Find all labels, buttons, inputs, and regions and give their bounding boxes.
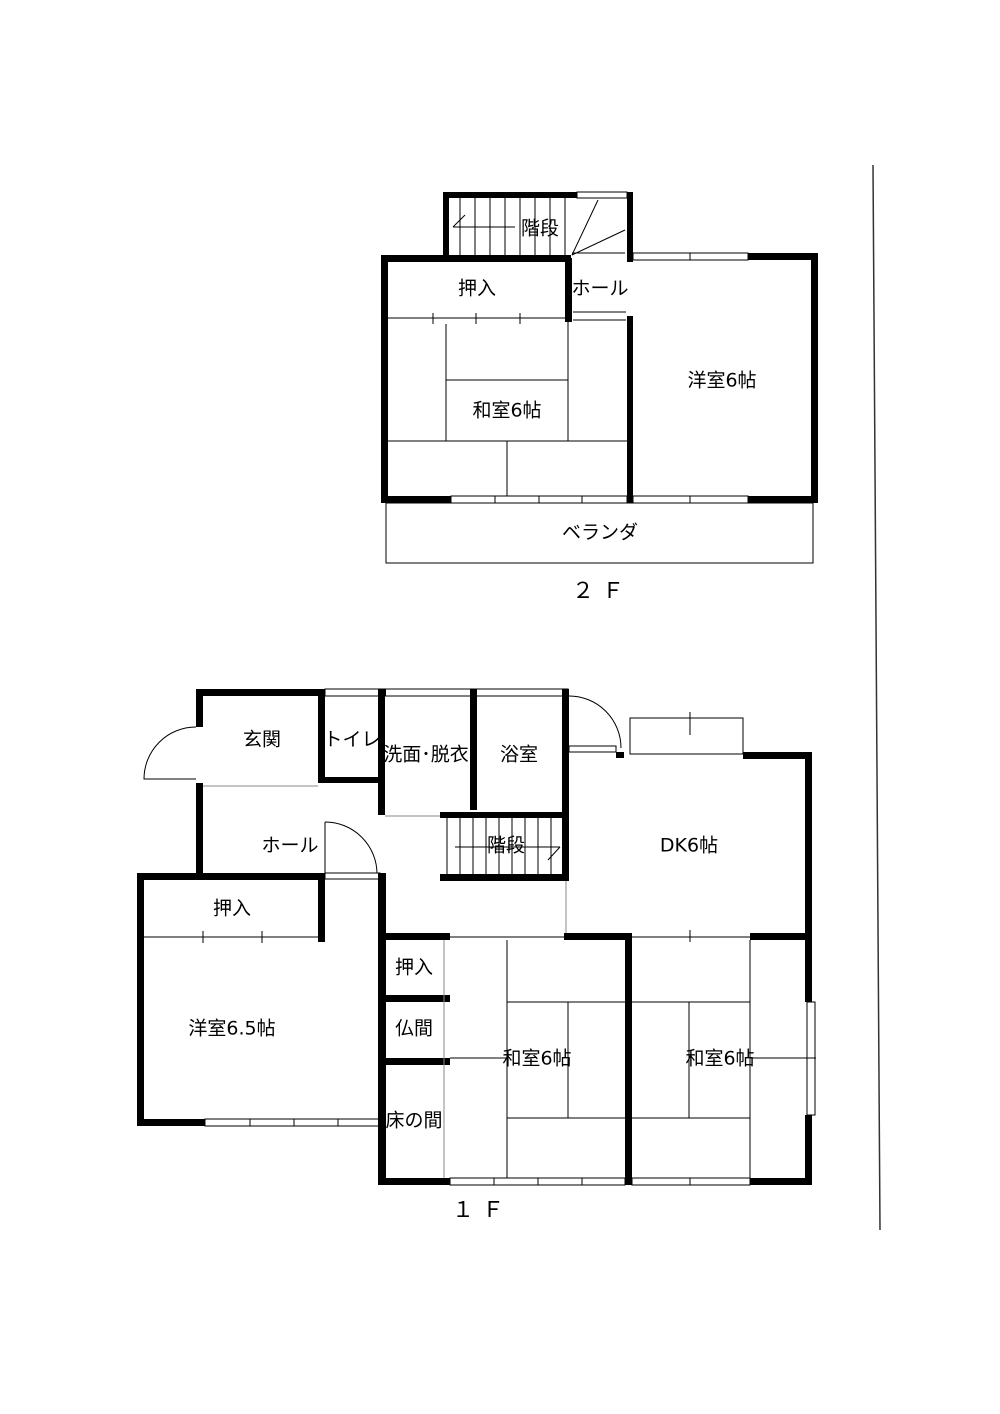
room-label: 仏間 (395, 1018, 433, 1040)
hall-door (324, 821, 378, 875)
room-label: 押入 (458, 278, 496, 300)
room-label: 押入 (395, 957, 433, 979)
bath-door (568, 695, 622, 749)
room-label: 和室6帖 (685, 1048, 754, 1070)
room-label: トイレ (323, 729, 380, 751)
room-label: ホール (571, 278, 628, 300)
stairs-2f (452, 198, 626, 256)
room-label: 和室6帖 (502, 1048, 571, 1070)
floor-2f: 階段 押入 ホール 洋室6帖 和室6帖 ベランダ ２Ｆ (381, 191, 818, 604)
floor-label: １Ｆ (452, 1198, 512, 1223)
room-label: 玄関 (243, 729, 281, 751)
room-label: 洋室6.5帖 (188, 1018, 275, 1040)
veranda (385, 502, 814, 564)
room-label: ベランダ (562, 522, 638, 544)
floor-label: ２Ｆ (572, 579, 632, 604)
room-label: 洗面･脱衣 (383, 744, 469, 766)
room-label: 洋室6帖 (687, 370, 756, 392)
floor-1f: 玄関 トイレ 洗面･脱衣 浴室 ホール 階段 DK6帖 押入 洋室6.5帖 押入… (137, 688, 816, 1223)
room-label: 床の間 (385, 1110, 442, 1132)
room-label: 和室6帖 (472, 400, 541, 422)
margin-line (872, 164, 881, 1231)
room-label: 階段 (487, 835, 525, 857)
room-label: 押入 (213, 898, 251, 920)
room-label: 階段 (521, 218, 559, 240)
entrance-door (143, 726, 197, 780)
stairs-1f (446, 818, 561, 874)
room-label: DK6帖 (660, 835, 718, 857)
room-label: 浴室 (500, 744, 538, 766)
room-label: ホール (261, 835, 318, 857)
